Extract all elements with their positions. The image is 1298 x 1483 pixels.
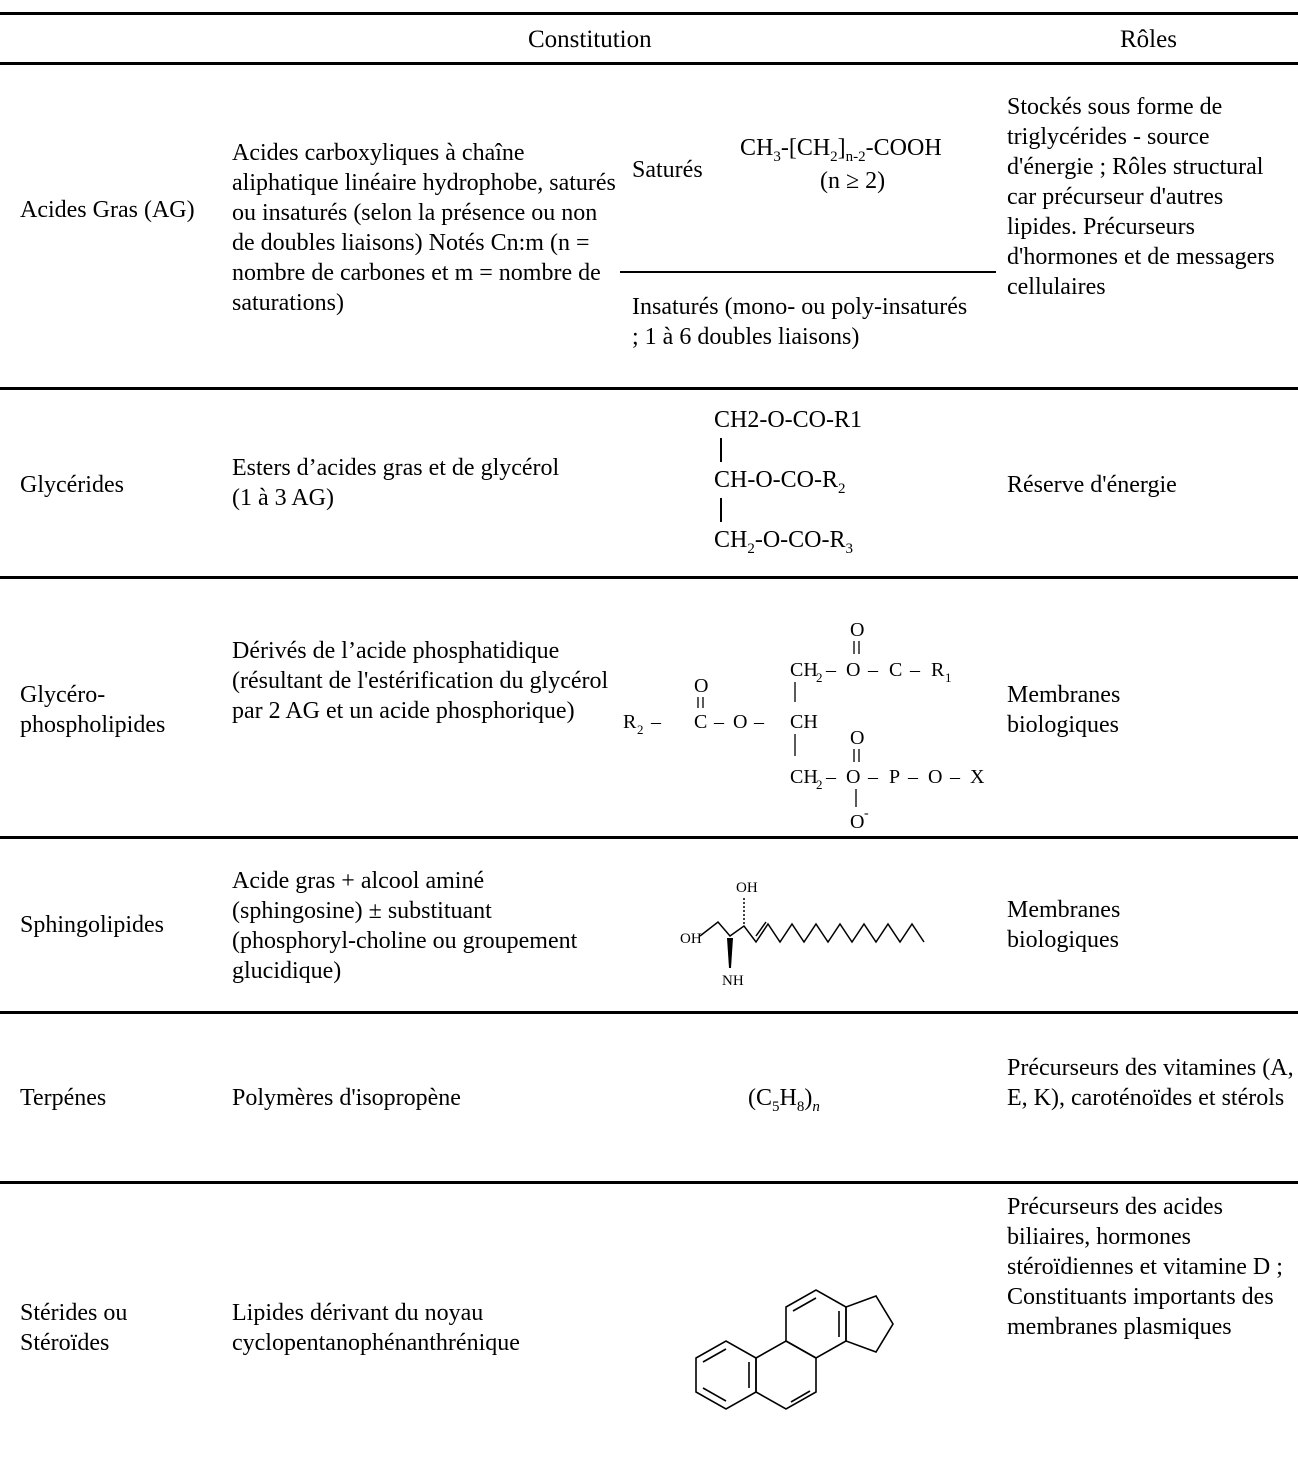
row-desc-glycerides: Esters d’acides gras et de glycérol (1 à… [232,455,560,511]
gpl-o-phos: O [850,727,864,749]
row-name-terpenes: Terpénes [20,1085,107,1111]
gpl-x: X [970,766,985,788]
gpl-dash: – [825,766,837,788]
sphingo-oh-left: OH [680,931,702,947]
sphingo-oh-top: OH [736,880,758,896]
gpl-ch2-bottom: CH [790,766,818,788]
sphingo-nh: NH [722,973,744,989]
rule-gpl [0,836,1298,839]
row-desc-sphingolipides: Acide gras + alcool aminé (sphingosine) … [232,868,578,984]
steroid-ring-d [845,1295,894,1353]
row-name-sphingolipides: Sphingolipides [20,912,165,938]
rule-sphingo [0,1011,1298,1014]
row-desc-terpenes: Polymères d'isopropène [232,1085,461,1111]
rule-glycerides [0,576,1298,579]
gpl-dash: – [867,766,879,788]
gpl-dash: – [753,711,765,733]
glyceride-bond-2 [720,498,722,522]
gpl-ch2-top-sub: 2 [816,670,823,685]
row-role-glycerophospholipides: Membranes biologiques [1007,682,1121,738]
gpl-c-row1: C [889,659,902,681]
row-role-sterides: Précurseurs des acides biliaires, hormon… [1007,1194,1283,1340]
row-desc-glycerophospholipides: Dérivés de l’acide phosphatidique (résul… [232,638,609,724]
rule-ag [0,387,1298,390]
gpl-dash: – [825,659,837,681]
steroid-ring-a [695,1340,757,1410]
row-name-acides-gras: Acides Gras (AG) [20,197,195,223]
gpl-dash: – [949,766,961,788]
steroid-inner-bond [702,1348,727,1363]
rule-top [0,12,1298,15]
saturated-formula: CH3-[CH2]n-2-COOH [740,135,942,165]
row-name-sterides: Stérides ou Stéroïdes [20,1300,128,1356]
gpl-o-minus-charge: - [864,806,869,821]
row-role-terpenes: Précurseurs des vitamines (A, E, K), car… [1007,1055,1294,1111]
steroid-nucleus-structure [695,1289,894,1410]
rule-terpenes [0,1181,1298,1184]
sphingo-wedge-bond [727,938,733,968]
gpl-dash: – [650,711,662,733]
gpl-c-left: C [694,711,707,733]
row-role-sphingolipides: Membranes biologiques [1007,897,1121,953]
gpl-p: P [889,766,900,788]
steroid-inner-bond [702,1387,727,1402]
gpl-o-top: O [850,619,864,641]
glyceride-formula-line3: CH2-O-CO-R3 [714,527,853,557]
row-name-glycerophospholipides: Glycéro-phospholipides [20,682,166,738]
terpene-formula: (C5H8)n [748,1085,820,1115]
rule-header [0,62,1298,65]
gpl-ch2-bottom-sub: 2 [816,777,823,792]
gpl-o-row1: O [846,659,860,681]
row-role-glycerides: Réserve d'énergie [1007,472,1177,498]
gpl-o-minus: O [850,811,864,833]
header-constitution: Constitution [528,26,652,53]
gpl-ch2-top: CH [790,659,818,681]
row-desc-sterides: Lipides dérivant du noyau cyclopentanoph… [232,1300,520,1356]
unsaturated-desc: Insaturés (mono- ou poly-insaturés ; 1 à… [632,294,968,350]
steroid-inner-bond [790,1390,811,1403]
gpl-dash: – [713,711,725,733]
gpl-r2: R [623,711,637,733]
gpl-r2-sub: 2 [637,722,644,737]
glycerophospholipid-structure: O CH 2 – O – C – R 1 O R 2 – C – O – [623,619,985,833]
steroid-ring-b [755,1340,817,1410]
gpl-dash: – [909,659,921,681]
gpl-o-row3b: O [928,766,942,788]
row-desc-acides-gras: Acides carboxyliques à chaîne aliphatiqu… [232,140,616,316]
header-roles: Rôles [1120,26,1177,53]
row-name-glycerides: Glycérides [20,472,124,498]
glyceride-formula-line2: CH-O-CO-R2 [714,467,846,497]
saturated-label: Saturés [632,157,703,183]
glyceride-formula-line1: CH2-O-CO-R1 [714,407,862,433]
gpl-dash: – [907,766,919,788]
gpl-o-row2: O [733,711,747,733]
glyceride-bond-1 [720,438,722,462]
steroid-inner-bond [792,1297,817,1312]
gpl-o-left: O [694,675,708,697]
saturated-condition: (n ≥ 2) [820,168,886,194]
sphingo-double-bond [755,921,767,937]
gpl-dash: – [867,659,879,681]
rule-ag-split [620,271,996,273]
gpl-r1: R [931,659,945,681]
sphingosine-structure: OH OH NH [680,880,925,989]
row-role-acides-gras: Stockés sous forme de triglycérides - so… [1007,94,1275,300]
gpl-r1-sub: 1 [945,670,952,685]
steroid-ring-c [785,1289,847,1359]
gpl-ch: CH [790,711,818,733]
gpl-o-row3: O [846,766,860,788]
sphingo-chain [699,920,925,944]
